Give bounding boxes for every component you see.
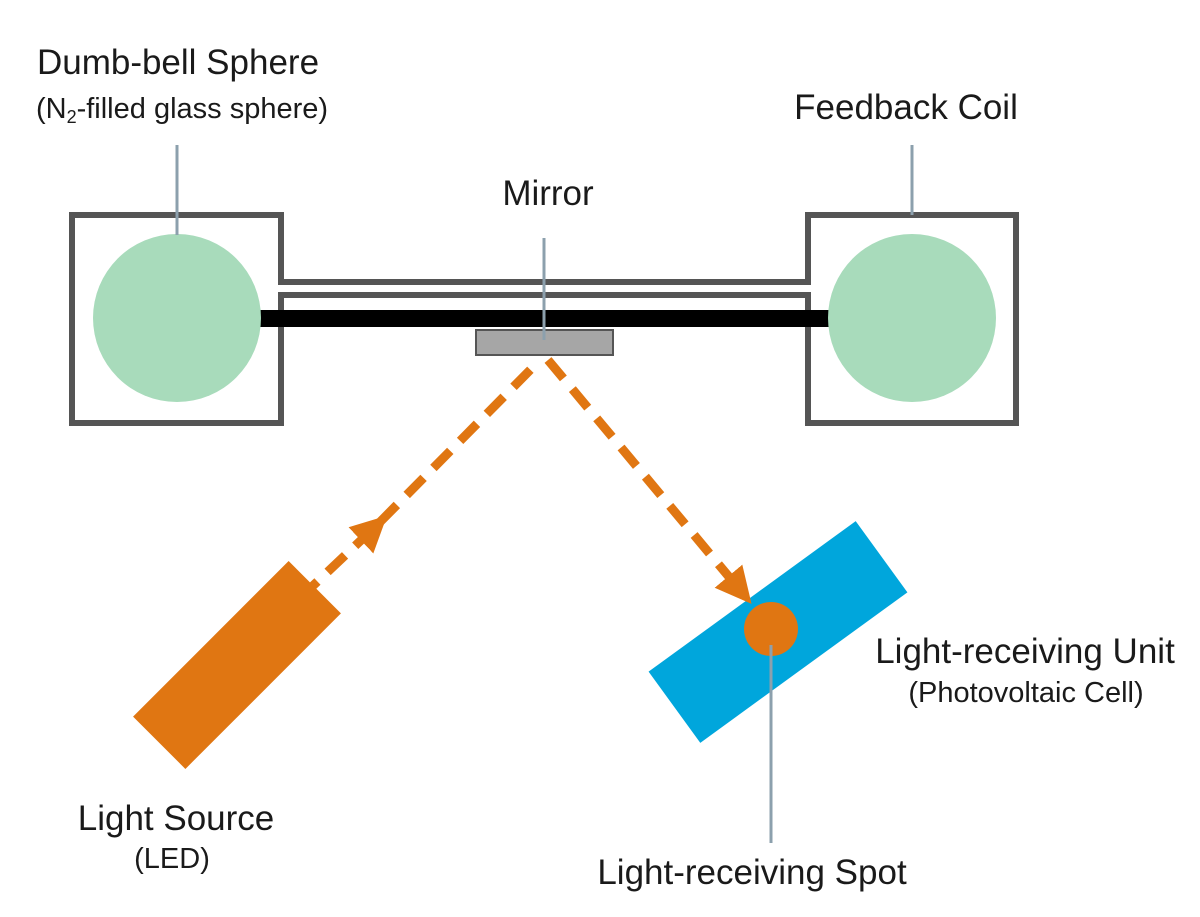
- label-light-receiving-spot: Light-receiving Spot: [597, 853, 907, 892]
- label-dumbbell-sphere: Dumb-bell Sphere: [36, 43, 320, 82]
- label-light-receiving-unit: Light-receiving Unit: [875, 632, 1175, 671]
- dumbbell-sphere-left: [93, 234, 261, 402]
- coil-frame-outline: [69, 212, 1019, 426]
- label-light-receiving-unit-sub: (Photovoltaic Cell): [908, 677, 1144, 709]
- label-mirror: Mirror: [502, 174, 594, 213]
- led-light-source: [133, 561, 341, 769]
- label-dumbbell-sub-prefix: (N: [35, 93, 67, 125]
- incident-light-beam: [296, 515, 388, 602]
- label-feedback-coil: Feedback Coil: [794, 88, 1018, 127]
- light-receiving-spot: [744, 602, 798, 656]
- incident-light-beam-upper: [376, 356, 544, 526]
- dumbbell-sphere-right: [828, 234, 996, 402]
- label-light-source-sub: (LED): [134, 843, 210, 875]
- label-dumbbell-sub-suffix: -filled glass sphere): [76, 93, 329, 125]
- label-light-source: Light Source: [77, 799, 275, 838]
- label-dumbbell-sphere-sub: (N2-filled glass sphere): [35, 93, 329, 127]
- label-dumbbell-sub-subscript: 2: [66, 107, 77, 127]
- reflected-light-beam: [544, 357, 752, 604]
